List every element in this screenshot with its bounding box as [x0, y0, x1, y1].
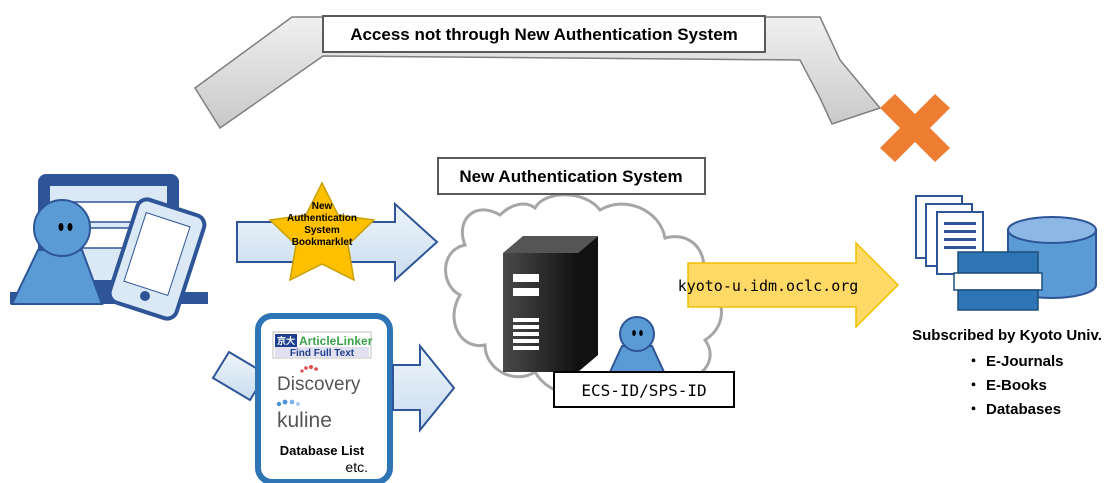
bookmarklet-line-1: New — [312, 201, 333, 212]
auth-system-label: New Authentication System — [459, 167, 682, 186]
ecs-id-box: ECS-ID/SPS-ID — [553, 371, 735, 408]
bookmarklet-line-4: Bookmarklet — [292, 237, 353, 248]
proxy-url-label: kyoto-u.idm.oclc.org — [678, 277, 859, 295]
subscribed-item-ejournals: E-Journals — [986, 353, 1064, 370]
subscribed-bullet: ・ — [966, 401, 981, 418]
auth-system-label-box: New Authentication System — [437, 157, 706, 195]
etc-label: etc. — [345, 459, 368, 475]
articlelinker-sub: Find Full Text — [290, 348, 355, 359]
subscribed-bullet: ・ — [966, 377, 981, 394]
subscribed-item-ebooks: E-Books — [986, 377, 1047, 394]
books-icon — [953, 251, 1043, 311]
blocked-cross-icon — [880, 94, 950, 162]
panel-out-arrow — [392, 343, 456, 433]
services-panel: 京大 ArticleLinker Find Full Text Discover… — [255, 313, 393, 483]
bypass-label-box: Access not through New Authentication Sy… — [322, 15, 766, 53]
user-person-icon — [10, 199, 104, 305]
tablet-icon — [107, 197, 207, 321]
articlelinker-prefix: 京大 — [277, 335, 295, 346]
proxy-arrow: kyoto-u.idm.oclc.org — [678, 241, 900, 329]
bypass-label: Access not through New Authentication Sy… — [350, 25, 738, 44]
ecs-id-label: ECS-ID/SPS-ID — [581, 381, 706, 400]
bookmarklet-star-icon: New Authentication System Bookmarklet — [268, 181, 376, 282]
subscribed-title: Subscribed by Kyoto Univ. — [912, 327, 1102, 344]
kuline-logo: kuline — [277, 409, 332, 432]
bookmarklet-line-3: System — [304, 225, 340, 236]
server-icon — [503, 236, 598, 372]
database-list-label: Database List — [280, 443, 365, 458]
discovery-logo: Discovery — [277, 374, 361, 395]
articlelinker-name: ArticleLinker — [299, 334, 373, 348]
bookmarklet-line-2: Authentication — [287, 213, 357, 224]
account-person-icon — [608, 316, 666, 373]
subscribed-bullet: ・ — [966, 353, 981, 370]
subscribed-item-databases: Databases — [986, 401, 1061, 418]
